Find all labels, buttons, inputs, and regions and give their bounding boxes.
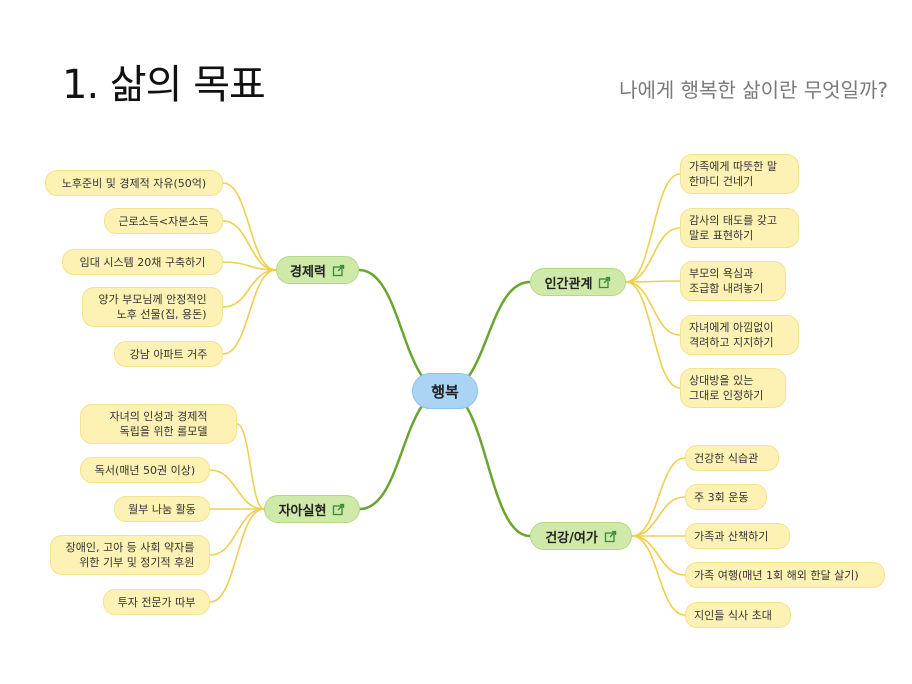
leaf-node[interactable]: 지인들 식사 초대 [685,602,791,628]
center-label: 행복 [431,382,459,401]
leaf-connector [222,220,277,271]
leaf-connector [625,281,681,336]
leaf-label: 독서(매년 50권 이상) [94,463,196,477]
leaf-label: 자녀의 인성과 경제적 독립을 위한 롤모델 [109,410,208,438]
leaf-label: 건강한 식습관 [694,451,759,465]
leaf-label: 가족 여행(매년 1회 해외 한달 살기) [694,568,859,582]
branch-node[interactable]: 건강/여가 [530,522,632,550]
leaf-connector [209,508,265,603]
leaf-node[interactable]: 가족과 산책하기 [685,523,790,549]
branch-label: 경제력 [290,264,326,280]
branch-label: 인간관계 [544,276,593,292]
leaf-label: 장애인, 고아 등 사회 약자를 위한 기부 및 정기적 후원 [65,541,195,569]
page-title: 1. 삶의 목표 [62,62,266,108]
branch-node[interactable]: 경제력 [276,256,359,284]
leaf-label: 감사의 태도를 갖고 말로 표현하기 [689,214,777,242]
leaf-node[interactable]: 독서(매년 50권 이상) [80,457,210,483]
leaf-label: 가족과 산책하기 [694,529,769,543]
leaf-connector [625,280,681,283]
leaf-connector [625,173,681,283]
leaf-label: 양가 부모님께 안정적인 노후 선물(집, 용돈) [98,293,207,321]
branch-label: 자아실현 [278,503,327,519]
leaf-node[interactable]: 건강한 식습관 [685,445,779,471]
leaf-node[interactable]: 감사의 태도를 갖고 말로 표현하기 [680,208,799,248]
leaf-label: 자녀에게 아낌없이 격려하고 지지하기 [689,321,774,349]
leaf-node[interactable]: 자녀에게 아낌없이 격려하고 지지하기 [680,315,799,355]
leaf-node[interactable]: 강남 아파트 거주 [114,341,223,367]
leaf-node[interactable]: 가족 여행(매년 1회 해외 한달 살기) [685,562,885,588]
leaf-label: 월부 나눔 활동 [128,502,196,516]
page-subtitle: 나에게 행복한 삶이란 무엇일까? [619,78,888,102]
leaf-connector [631,535,686,576]
leaf-node[interactable]: 자녀의 인성과 경제적 독립을 위한 롤모델 [80,404,237,444]
leaf-node[interactable]: 노후준비 및 경제적 자유(50억) [45,170,223,196]
leaf-label: 지인들 식사 초대 [694,608,772,622]
branch-node[interactable]: 인간관계 [530,268,626,296]
leaf-connector [631,535,686,616]
leaf-node[interactable]: 장애인, 고아 등 사회 약자를 위한 기부 및 정기적 후원 [50,535,210,575]
external-link-icon[interactable] [604,530,617,543]
leaf-label: 가족에게 따뜻한 말 한마디 건네기 [689,160,777,188]
leaf-connector [222,269,277,308]
leaf-connector [625,281,681,389]
leaf-node[interactable]: 투자 전문가 따부 [103,589,210,615]
leaf-connector [631,457,686,537]
leaf-label: 임대 시스템 20채 구축하기 [79,255,206,269]
leaf-label: 노후준비 및 경제적 자유(50억) [61,176,207,190]
main-connector [444,389,531,538]
leaf-label: 근로소득<자본소득 [118,214,209,228]
leaf-label: 부모의 욕심과 조급함 내려놓기 [689,267,764,295]
leaf-connector [222,269,277,355]
leaf-connector [222,261,277,271]
leaf-node[interactable]: 양가 부모님께 안정적인 노후 선물(집, 용돈) [82,287,223,327]
branch-node[interactable]: 자아실현 [264,495,360,523]
mindmap-center-node[interactable]: 행복 [412,373,478,409]
external-link-icon[interactable] [332,503,345,516]
leaf-node[interactable]: 가족에게 따뜻한 말 한마디 건네기 [680,154,799,194]
leaf-connector [631,496,686,537]
leaf-connector [625,227,681,283]
leaf-node[interactable]: 부모의 욕심과 조급함 내려놓기 [680,261,786,301]
leaf-label: 강남 아파트 거주 [129,347,208,361]
external-link-icon[interactable] [332,264,345,277]
leaf-connector [236,423,265,510]
leaf-label: 상대방을 있는 그대로 인정하기 [689,374,764,402]
leaf-label: 투자 전문가 따부 [117,595,196,609]
external-link-icon[interactable] [598,276,611,289]
leaf-node[interactable]: 월부 나눔 활동 [114,496,210,522]
leaf-label: 주 3회 운동 [694,490,749,504]
leaf-node[interactable]: 주 3회 운동 [685,484,767,510]
leaf-node[interactable]: 근로소득<자본소득 [104,208,223,234]
leaf-connector [209,508,265,556]
leaf-node[interactable]: 임대 시스템 20채 구축하기 [62,249,223,275]
leaf-connector [222,182,277,271]
leaf-connector [209,469,265,510]
branch-label: 건강/여가 [545,530,598,546]
leaf-node[interactable]: 상대방을 있는 그대로 인정하기 [680,368,786,408]
